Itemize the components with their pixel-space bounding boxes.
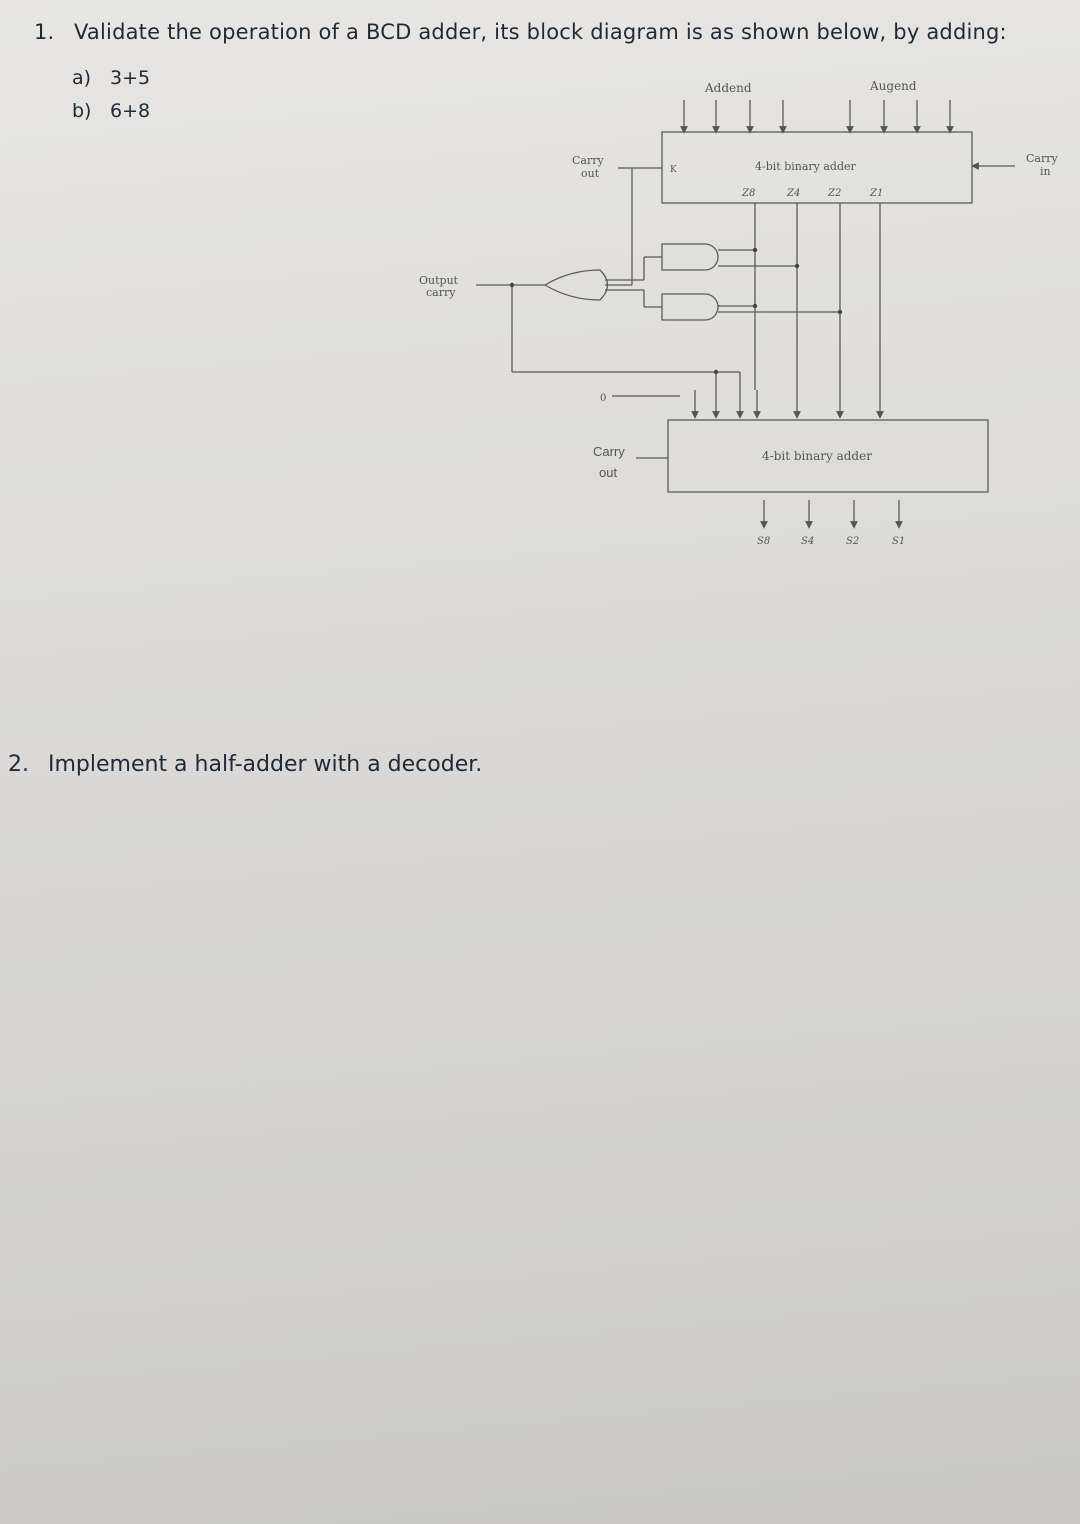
zero-label: 0 bbox=[600, 393, 606, 404]
z4-label: Z4 bbox=[786, 188, 800, 199]
option-a-text: 3+5 bbox=[110, 67, 151, 89]
carry-out-top-label-2: out bbox=[581, 167, 600, 180]
option-a-label: a) bbox=[72, 67, 92, 89]
carry-in-label-2: in bbox=[1040, 165, 1051, 178]
top-adder-label: 4-bit binary adder bbox=[755, 160, 857, 173]
bcd-adder-block-diagram: Addend Augend 4-bit binary adder Carry o… bbox=[419, 79, 1058, 547]
k-label: K bbox=[670, 165, 677, 175]
addend-label: Addend bbox=[704, 81, 752, 95]
carry-out-top-label-1: Carry bbox=[572, 154, 604, 167]
s2-label: S2 bbox=[846, 536, 859, 547]
output-carry-label-2: carry bbox=[426, 286, 456, 299]
z2-label: Z2 bbox=[827, 188, 841, 199]
option-a: a) 3+5 bbox=[72, 67, 150, 89]
carry-out-bottom-label-2: out bbox=[599, 465, 617, 480]
carry-in-label-1: Carry bbox=[1026, 152, 1058, 165]
and-gate-lower bbox=[661, 293, 719, 321]
z1-label: Z1 bbox=[869, 188, 883, 199]
output-carry-label-1: Output bbox=[419, 274, 459, 287]
question-2: 2. Implement a half-adder with a decoder. bbox=[8, 752, 482, 777]
question-1-text: Validate the operation of a BCD adder, i… bbox=[74, 20, 1007, 44]
option-b: b) 6+8 bbox=[72, 100, 150, 122]
option-b-label: b) bbox=[72, 100, 92, 122]
s1-label: S1 bbox=[892, 536, 905, 547]
carry-out-bottom-label-1: Carry bbox=[593, 444, 625, 459]
s4-label: S4 bbox=[801, 536, 814, 547]
question-1: 1. Validate the operation of a BCD adder,… bbox=[34, 20, 1007, 44]
s8-label: S8 bbox=[757, 536, 770, 547]
z8-label: Z8 bbox=[741, 188, 755, 199]
bottom-adder-block bbox=[667, 419, 989, 493]
and-gate-upper bbox=[661, 243, 719, 271]
option-b-text: 6+8 bbox=[110, 100, 151, 122]
bottom-adder-label: 4-bit binary adder bbox=[762, 449, 872, 463]
question-2-number: 2. bbox=[8, 752, 29, 777]
augend-label: Augend bbox=[869, 79, 917, 93]
question-2-text: Implement a half-adder with a decoder. bbox=[48, 752, 483, 777]
or-gate bbox=[543, 269, 609, 301]
question-1-number: 1. bbox=[34, 20, 55, 44]
